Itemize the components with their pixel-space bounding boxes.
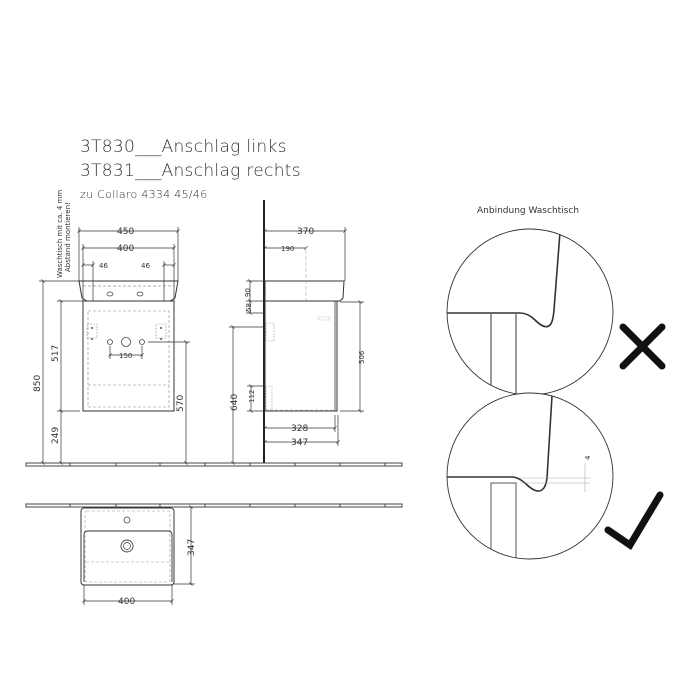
detail-wrong: [446, 228, 614, 396]
top-view: [80, 507, 175, 586]
svg-text:Waschtisch mit ca. 4 mm: Waschtisch mit ca. 4 mm: [56, 190, 64, 278]
svg-text:Abstand montieren!: Abstand montieren!: [64, 202, 72, 272]
top-view-labels: 400 347: [118, 539, 197, 607]
detail-title: Anbindung Waschtisch: [477, 206, 580, 216]
svg-text:112: 112: [248, 390, 256, 403]
svg-text:370: 370: [297, 227, 314, 237]
article-line-left-hinge: 3T830___Anschlag links: [80, 137, 287, 157]
checkmark-icon: [604, 491, 664, 550]
svg-text:400: 400: [117, 244, 134, 254]
svg-text:506: 506: [358, 350, 366, 364]
svg-text:850: 850: [33, 375, 43, 392]
side-view-labels: 370 190 90 58 640 506 112 328 347: [230, 227, 366, 448]
svg-text:517: 517: [51, 345, 61, 362]
article-line-right-hinge: 3T831___Anschlag rechts: [80, 161, 301, 181]
svg-text:46: 46: [99, 262, 108, 270]
svg-text:450: 450: [117, 227, 134, 237]
svg-text:46: 46: [141, 262, 150, 270]
svg-text:347: 347: [187, 539, 197, 556]
svg-text:328: 328: [291, 424, 308, 434]
svg-text:90: 90: [244, 288, 252, 297]
wall-line-top-view: [25, 503, 403, 508]
svg-text:58: 58: [245, 303, 253, 312]
front-view: [78, 280, 179, 412]
svg-text:640: 640: [230, 394, 240, 411]
svg-text:4: 4: [584, 455, 592, 460]
floor-line-upper: [25, 462, 403, 467]
front-view-dimensions: [39, 227, 190, 465]
side-view-dimensions: [229, 227, 364, 465]
svg-text:347: 347: [291, 438, 308, 448]
detail-right: 4: [446, 392, 614, 560]
side-view: [263, 200, 345, 463]
front-view-labels: 450 400 46 46 150 850 517 249 570 Wascht…: [33, 190, 186, 444]
top-view-dimensions: [82, 505, 195, 605]
svg-text:400: 400: [118, 597, 135, 607]
svg-text:249: 249: [51, 427, 61, 444]
svg-text:190: 190: [281, 245, 294, 253]
cross-icon: [619, 323, 666, 370]
svg-text:150: 150: [119, 352, 132, 360]
svg-text:570: 570: [176, 395, 186, 412]
compatibility-note: zu Collaro 4334 45/46: [80, 188, 208, 201]
